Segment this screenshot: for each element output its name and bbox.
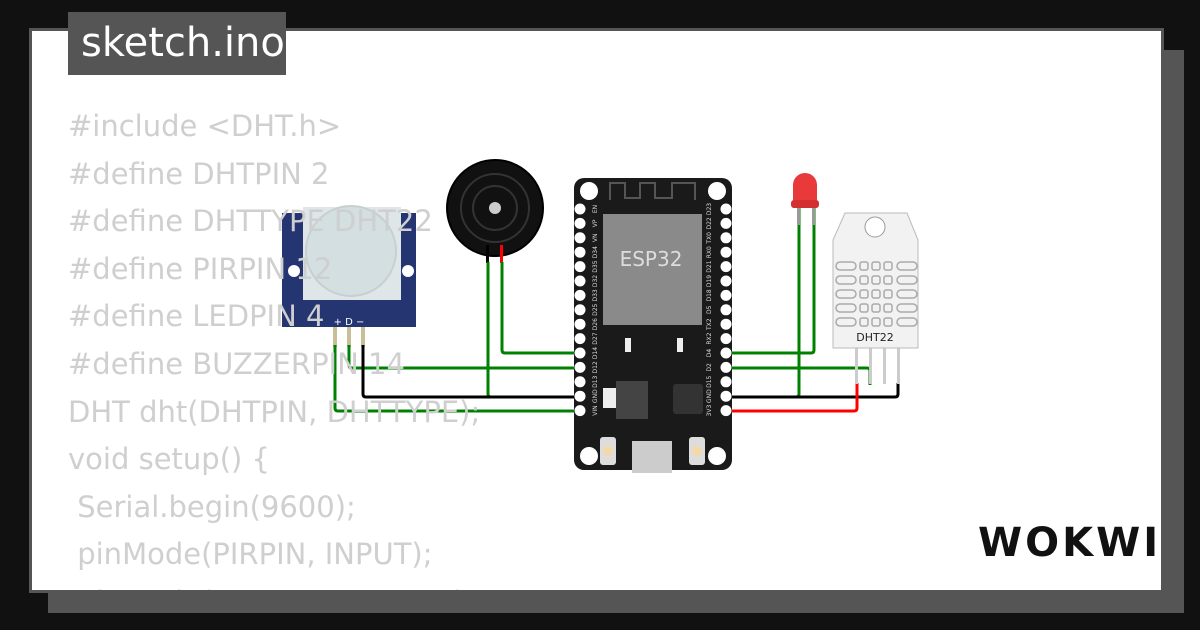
wires [333, 200, 900, 413]
pin-gnd[interactable] [574, 390, 586, 402]
buzzer[interactable] [446, 159, 544, 263]
pin-label: 3V3 [706, 405, 713, 417]
pin-label: D18 [706, 289, 713, 301]
esp32-label: ESP32 [620, 247, 683, 271]
red-led[interactable] [791, 173, 819, 225]
pin-d4[interactable] [720, 347, 732, 359]
pin-label: D12 [592, 361, 599, 373]
pin-d19[interactable] [720, 275, 732, 287]
pin-d13[interactable] [574, 376, 586, 388]
pin-label: TX0 [706, 232, 713, 245]
mount-hole-icon [402, 265, 414, 277]
pin-d12[interactable] [574, 361, 586, 373]
pin-label: D34 [592, 246, 599, 258]
pin-label: D33 [592, 289, 599, 301]
pin-rx0[interactable] [720, 246, 732, 258]
pin-label: D25 [592, 303, 599, 315]
pin-d2[interactable] [720, 361, 732, 373]
pin-rx2[interactable] [720, 333, 732, 345]
pir-sensor[interactable]: + D − [282, 205, 416, 347]
pin-vp[interactable] [574, 217, 586, 229]
pin-label: D26 [592, 318, 599, 330]
pin-label: D13 [592, 375, 599, 387]
pin-vn[interactable] [574, 232, 586, 244]
pin-label: D14 [592, 347, 599, 359]
pin-label: D19 [706, 275, 713, 287]
pin-label: D4 [706, 349, 713, 358]
pin-d22[interactable] [720, 217, 732, 229]
mount-hole-icon [288, 265, 300, 277]
pin-gnd[interactable] [720, 390, 732, 402]
pin-d35[interactable] [574, 261, 586, 273]
pin-tx2[interactable] [720, 318, 732, 330]
pin-label: TX2 [706, 318, 713, 331]
pin-label: VN [592, 234, 599, 243]
pin-d26[interactable] [574, 318, 586, 330]
pin-label: D15 [706, 375, 713, 387]
pin-d34[interactable] [574, 246, 586, 258]
pin-label: RX2 [706, 332, 713, 344]
pin-label: D35 [592, 260, 599, 272]
dht22-label: DHT22 [856, 331, 893, 344]
pin-d18[interactable] [720, 289, 732, 301]
pin-label: RX0 [706, 246, 713, 258]
dht22-sensor[interactable]: DHT22 [832, 212, 919, 384]
pin-tx0[interactable] [720, 232, 732, 244]
pin-label: EN [592, 205, 599, 213]
pin-d14[interactable] [574, 347, 586, 359]
pir-pin-labels: + D − [334, 317, 365, 328]
pin-d23[interactable] [720, 203, 732, 215]
file-tab[interactable]: sketch.ino [68, 12, 286, 75]
pin-label: D32 [592, 275, 599, 287]
pin-vin[interactable] [574, 405, 586, 417]
wokwi-logo: WOKWI [978, 520, 1162, 566]
pin-label: GND [592, 389, 599, 403]
pin-label: D2 [706, 363, 713, 372]
pin-d5[interactable] [720, 304, 732, 316]
pin-label: VP [592, 219, 599, 227]
pin-en[interactable] [574, 203, 586, 215]
pin-label: D5 [706, 305, 713, 314]
pin-d21[interactable] [720, 261, 732, 273]
pin-label: D23 [706, 203, 713, 215]
esp32-board[interactable]: ESP32 ENVPVND34D35D32D33D25D26D27D14D12D… [574, 178, 732, 473]
pin-3v3[interactable] [720, 405, 732, 417]
pin-d33[interactable] [574, 289, 586, 301]
pin-label: D27 [592, 332, 599, 344]
pin-label: D21 [706, 260, 713, 272]
pin-d32[interactable] [574, 275, 586, 287]
pin-d15[interactable] [720, 376, 732, 388]
pin-label: VIN [592, 405, 599, 415]
pin-label: D22 [706, 217, 713, 229]
pin-d25[interactable] [574, 304, 586, 316]
pin-label: GND [706, 389, 713, 403]
pin-d27[interactable] [574, 333, 586, 345]
